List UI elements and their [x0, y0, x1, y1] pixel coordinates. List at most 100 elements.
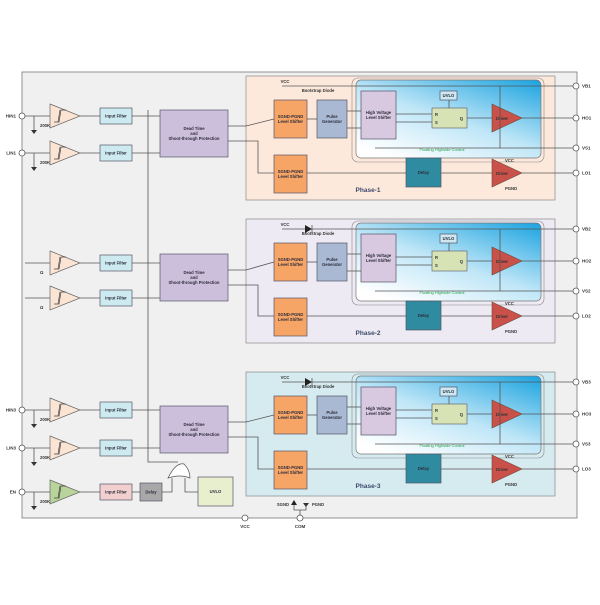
- latch-s: S: [435, 416, 438, 421]
- hs-driver-label: Driver: [496, 412, 508, 417]
- phase-label: Phase-1: [356, 187, 381, 194]
- hs-level-shifter-box: [273, 242, 308, 282]
- pin-lin3[interactable]: [18, 444, 26, 452]
- dead-time-block-2-text: and: [190, 275, 198, 280]
- pin-en[interactable]: [18, 488, 26, 496]
- dead-time-block-2-box: [159, 253, 229, 302]
- sgnd-icon: [291, 500, 297, 505]
- pin-ho2[interactable]: [572, 257, 580, 265]
- hs-level-shifter-text: Level Shifter: [278, 119, 304, 124]
- hs-level-shifter-text: Level Shifter: [278, 415, 304, 420]
- pulse-generator-text: Generator: [322, 262, 342, 267]
- pin-hin3[interactable]: [18, 406, 26, 414]
- dead-time-block-3-box: [159, 405, 229, 454]
- ground-icon: [303, 503, 309, 507]
- input-filter-text: Input Filter: [105, 151, 127, 156]
- pulse-generator-text: Generator: [322, 415, 342, 420]
- pulldown-resistor-label: 200K Ω: [40, 123, 55, 128]
- hv-level-shifter-box: [360, 386, 397, 436]
- ls-level-shifter-text: Level Shifter: [278, 470, 304, 475]
- hs-driver-label: Driver: [496, 116, 508, 121]
- input-filter: Input Filter: [99, 401, 133, 419]
- pulse-generator-text: Pulse: [326, 410, 338, 415]
- hysteresis-icon: [57, 256, 61, 270]
- hysteresis-icon: [57, 403, 61, 417]
- hs-level-shifter-text: SGND-PGND: [278, 410, 304, 415]
- hysteresis-icon: [57, 441, 61, 455]
- schmitt-trigger: [49, 140, 81, 166]
- pin-lin1[interactable]: [18, 149, 26, 157]
- wire: [228, 140, 274, 174]
- pin-label-ho1: HO1: [582, 116, 592, 121]
- pin-vs3[interactable]: [572, 440, 580, 448]
- hs-uvlo-text: UVLO: [443, 236, 455, 241]
- dead-time-block-3-text: and: [190, 427, 198, 432]
- floating-highside-outline: [351, 77, 545, 163]
- pin-lo1[interactable]: [572, 169, 580, 177]
- pin-label: HIN3: [6, 408, 17, 413]
- pin-ho3[interactable]: [572, 410, 580, 418]
- pin-vs1[interactable]: [572, 144, 580, 152]
- hysteresis-icon: [54, 291, 66, 305]
- pulse-generator-text: Pulse: [326, 257, 338, 262]
- pin-vcc[interactable]: [241, 514, 249, 522]
- pgnd-label: PGND: [312, 502, 324, 507]
- pin-label-vb3: VB3: [582, 380, 591, 385]
- ls-vcc-label: VCC: [505, 301, 514, 306]
- hv-level-shifter-text: Level Shifter: [366, 411, 392, 416]
- pin-vb2[interactable]: [572, 225, 580, 233]
- pin-ho1[interactable]: [572, 114, 580, 122]
- hs-level-shifter-text: SGND-PGND: [278, 114, 304, 119]
- schmitt-trigger: [49, 479, 81, 505]
- or-gate-icon: [167, 463, 191, 479]
- delay-block: Delay: [405, 157, 442, 188]
- pin-hin1[interactable]: [18, 112, 26, 120]
- pin-label-vs1: VS1: [582, 146, 591, 151]
- wire: [162, 478, 173, 493]
- hs-driver-label: Driver: [496, 259, 508, 264]
- pulse-generator-text: Generator: [322, 119, 342, 124]
- bootstrap-diode-icon: [305, 378, 312, 386]
- en-delay-text: Delay: [145, 490, 157, 495]
- pin-vb3[interactable]: [572, 378, 580, 386]
- pin-label-vcc: VCC: [240, 524, 250, 529]
- pulse-generator-box: [316, 99, 348, 139]
- pulse-generator-box: [316, 395, 348, 435]
- ls-level-shifter-text: SGND-PGND: [278, 169, 304, 174]
- wire: [184, 478, 198, 493]
- pin-vs2[interactable]: [572, 287, 580, 295]
- pin-lo2[interactable]: [572, 312, 580, 320]
- input-filter-text: Input Filter: [105, 114, 127, 119]
- pin-label-ho3: HO3: [582, 412, 592, 417]
- hv-level-shifter-box: [360, 90, 397, 140]
- pin-lo3[interactable]: [572, 465, 580, 473]
- hysteresis-icon: [54, 146, 66, 160]
- pin-label-vb1: VB1: [582, 84, 591, 89]
- pulldown-resistor-label: 200K Ω: [40, 455, 55, 460]
- bootstrap-diode-icon: [305, 225, 312, 233]
- vcc-label: VCC: [281, 222, 290, 227]
- latch-s: S: [435, 120, 438, 125]
- hs-level-shifter-text: Level Shifter: [278, 262, 304, 267]
- hs-level-shifter-text: SGND-PGND: [278, 257, 304, 262]
- dead-time-block-2-text: Shoot-through Protection: [169, 280, 220, 285]
- dead-time-block-1-text: and: [190, 131, 198, 136]
- schmitt-trigger: [49, 435, 81, 461]
- floating-highside-outline: [351, 220, 545, 306]
- main-uvlo: UVLO: [197, 476, 234, 507]
- ls-driver-label: Driver: [496, 171, 508, 176]
- hs-uvlo-text: UVLO: [443, 93, 455, 98]
- input-filter-text: Input Filter: [105, 261, 127, 266]
- pin-com[interactable]: [296, 514, 304, 522]
- hv-level-shifter-text: Level Shifter: [366, 258, 392, 263]
- hysteresis-icon: [54, 403, 66, 417]
- pin-vb1[interactable]: [572, 82, 580, 90]
- pin-label-lo3: LO3: [582, 467, 591, 472]
